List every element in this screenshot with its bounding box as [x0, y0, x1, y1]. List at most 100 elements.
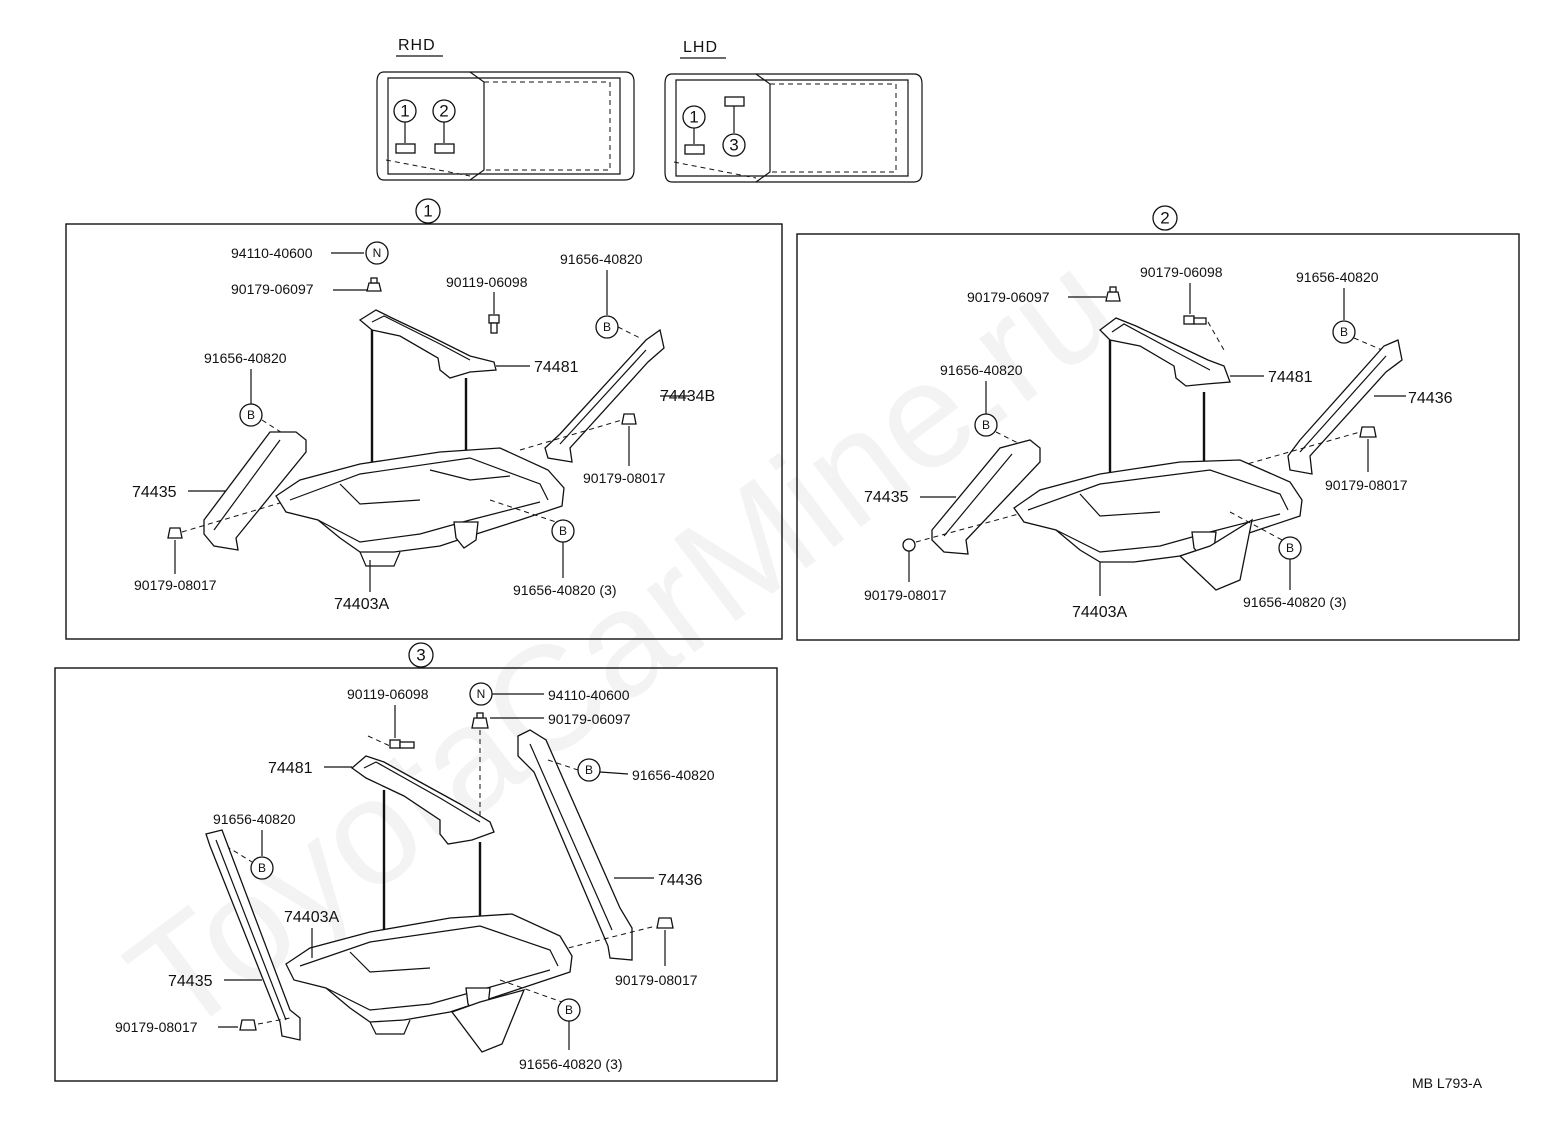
- svg-text:B: B: [1340, 325, 1348, 339]
- lhd-marker-3: 3: [722, 96, 746, 157]
- p1-label-74481: 74481: [534, 359, 579, 376]
- p1-clamp-74481: [358, 309, 497, 379]
- svg-text:B: B: [982, 418, 990, 432]
- svg-text:2: 2: [439, 102, 448, 121]
- p3-label-94110: 94110-40600: [548, 687, 630, 703]
- svg-text:1: 1: [689, 108, 698, 127]
- p3-label-91656-right: 91656-40820: [632, 767, 715, 783]
- svg-text:3: 3: [729, 136, 738, 155]
- panel-1-number: 1: [415, 198, 441, 224]
- p3-marker-b-bottom: B: [557, 998, 581, 1022]
- p3-stay-74436: [517, 729, 633, 961]
- p2-stay-74436: [1287, 339, 1403, 475]
- p1-nut-left-icon: [167, 527, 183, 539]
- p3-label-90179-08017-right: 90179-08017: [615, 972, 698, 988]
- p2-label-74403a: 74403A: [1072, 604, 1127, 621]
- p3-marker-b-right: B: [577, 758, 601, 782]
- lhd-marker-1: 1: [682, 105, 706, 155]
- p1-label-74434b: 74434B: [660, 388, 715, 405]
- p1-label-90179-08017-left: 90179-08017: [134, 577, 217, 593]
- lhd-vehicle-outline: [664, 73, 923, 183]
- rhd-marker-2: 2: [432, 99, 456, 154]
- rhd-label: RHD: [398, 37, 436, 54]
- svg-text:B: B: [1286, 541, 1294, 555]
- p1-label-91656-right: 91656-40820: [560, 251, 643, 267]
- svg-text:B: B: [585, 763, 593, 777]
- p3-label-74481: 74481: [268, 760, 313, 777]
- p1-label-74403a: 74403A: [334, 596, 389, 613]
- panel-2: 2 90179-06098 90179-06097 91656-40820 B …: [796, 205, 1520, 641]
- svg-text:B: B: [565, 1003, 573, 1017]
- p3-label-74436: 74436: [658, 872, 703, 889]
- svg-text:B: B: [247, 408, 255, 422]
- p1-marker-b-left: B: [239, 403, 263, 427]
- svg-text:2: 2: [1160, 209, 1169, 228]
- p3-bolt-icon: [389, 739, 415, 749]
- p3-clamp-74481: [350, 755, 495, 845]
- diagram-code: MB L793-A: [1412, 1075, 1483, 1091]
- p2-nut-left-icon: [902, 538, 916, 552]
- panel-1: 1 94110-40600 N 90179-06097 90119-06098 …: [65, 198, 783, 640]
- p3-label-90119-06098: 90119-06098: [347, 686, 429, 702]
- p2-label-74481: 74481: [1268, 369, 1313, 386]
- panel-2-number: 2: [1152, 205, 1178, 231]
- p1-label-74435: 74435: [132, 484, 177, 501]
- panel-3-number: 3: [408, 642, 434, 668]
- svg-text:N: N: [477, 687, 486, 701]
- p3-marker-n: N: [469, 682, 493, 706]
- p3-label-90179-06097: 90179-06097: [548, 711, 631, 727]
- p1-stay-74434b: [544, 328, 665, 463]
- p2-label-91656-left: 91656-40820: [940, 362, 1023, 378]
- p3-tray-74403a: [285, 913, 573, 1053]
- lhd-label: LHD: [683, 39, 718, 56]
- p1-label-91656-left: 91656-40820: [204, 350, 287, 366]
- p1-label-94110: 94110-40600: [231, 245, 313, 261]
- p3-label-74403a: 74403A: [284, 909, 339, 926]
- p3-label-90179-08017-left: 90179-08017: [115, 1019, 198, 1035]
- p1-stay-74435: [203, 431, 307, 551]
- p2-label-91656-right: 91656-40820: [1296, 269, 1379, 285]
- p2-stay-74435: [931, 439, 1041, 555]
- p1-nut-right-icon: [621, 413, 637, 425]
- p1-bolt-icon: [488, 314, 500, 334]
- panel-3: 3 90119-06098 N 94110-40600 90179-06097 …: [54, 642, 778, 1082]
- p3-stay-74435: [205, 829, 301, 1041]
- p3-nut-icon: [471, 712, 489, 729]
- svg-text:3: 3: [416, 646, 425, 665]
- svg-text:B: B: [258, 861, 266, 875]
- rhd-vehicle-outline: [376, 71, 635, 181]
- p1-nut-icon: [366, 277, 382, 292]
- p3-marker-b-left: B: [250, 856, 274, 880]
- p1-marker-b-bottom: B: [551, 519, 575, 543]
- p2-marker-b-left: B: [974, 413, 998, 437]
- p3-label-91656-left: 91656-40820: [213, 811, 296, 827]
- svg-text:1: 1: [423, 202, 432, 221]
- p1-marker-n: N: [365, 241, 389, 265]
- panel-2-frame: [796, 233, 1520, 641]
- p2-tray-74403a: [1013, 459, 1303, 591]
- p1-label-91656-bottom: 91656-40820 (3): [513, 582, 617, 598]
- p3-nut-left-icon: [239, 1019, 257, 1031]
- p1-label-90119-06098: 90119-06098: [446, 274, 528, 290]
- p2-clamp-74481: [1099, 317, 1231, 387]
- panel-3-frame: [54, 667, 778, 1082]
- p1-label-90179-06097: 90179-06097: [231, 281, 314, 297]
- svg-text:B: B: [559, 524, 567, 538]
- svg-text:B: B: [603, 320, 611, 334]
- p2-marker-b-bottom: B: [1278, 536, 1302, 560]
- p2-label-90179-08017-left: 90179-08017: [864, 587, 947, 603]
- p2-label-90179-06098: 90179-06098: [1140, 264, 1223, 280]
- p2-marker-b-right: B: [1332, 320, 1356, 344]
- p2-label-90179-06097: 90179-06097: [967, 289, 1050, 305]
- p3-label-91656-bottom: 91656-40820 (3): [519, 1056, 623, 1072]
- locator: RHD 1 2 LHD: [376, 37, 923, 183]
- svg-text:1: 1: [400, 102, 409, 121]
- p1-marker-b-right: B: [595, 315, 619, 339]
- p2-label-90179-08017-right: 90179-08017: [1325, 477, 1408, 493]
- p2-label-74435: 74435: [864, 489, 909, 506]
- p3-label-74435: 74435: [168, 973, 213, 990]
- panel-1-frame: [65, 223, 783, 640]
- p2-nut-icon: [1105, 286, 1121, 302]
- p1-tray-74403a: [275, 447, 565, 567]
